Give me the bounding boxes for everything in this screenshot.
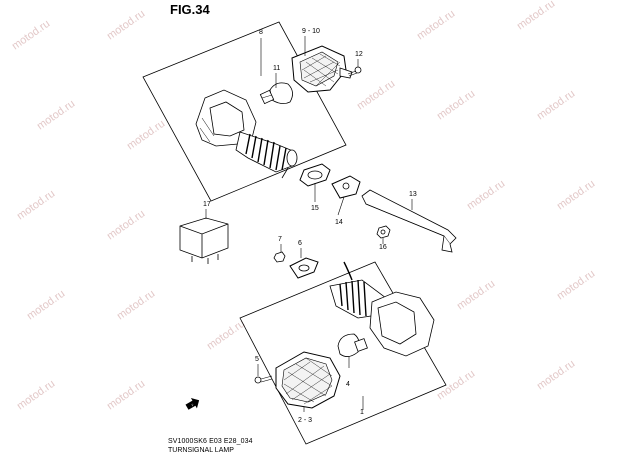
screw-rear-head	[254, 376, 262, 384]
bulb-front	[259, 82, 293, 105]
watermark-text: motod.ru	[455, 278, 497, 313]
relay-box	[179, 217, 229, 259]
bulb-rear	[337, 333, 368, 357]
leader-lines	[205, 36, 413, 412]
rear-gasket-hole	[298, 264, 310, 272]
watermark-text: motod.ru	[465, 178, 507, 213]
callout-6: 6	[298, 240, 302, 247]
rear-small-parts	[273, 251, 319, 279]
watermark-text: motod.ru	[535, 358, 577, 393]
gasket	[299, 163, 331, 187]
lens-front	[291, 45, 353, 93]
nut-hole	[380, 229, 386, 235]
watermark-text: motod.ru	[105, 378, 147, 413]
figure-caption: TURNSIGNAL LAMP	[168, 447, 234, 454]
lens-rear-prism	[281, 357, 333, 403]
nut	[376, 225, 391, 239]
rear-nut	[273, 251, 286, 263]
watermark-text: motod.ru	[415, 8, 457, 43]
callout-17: 17	[203, 201, 211, 208]
bulb-rear-base	[354, 338, 368, 352]
watermark-text: motod.ru	[15, 188, 57, 223]
figure-title: FIG.34	[170, 2, 210, 17]
rear-stem-ribs	[339, 279, 367, 317]
watermark-text: motod.ru	[205, 318, 247, 353]
housing-inner-edge	[209, 101, 245, 137]
callout-13: 13	[409, 191, 417, 198]
screw-rear	[254, 375, 273, 384]
callout-2-3: 2 - 3	[298, 417, 312, 424]
callout-4: 4	[346, 381, 350, 388]
screw-rear-shank	[260, 375, 273, 383]
watermark-text: motod.ru	[115, 288, 157, 323]
watermark-text: motod.ru	[435, 88, 477, 123]
bracket-foot	[441, 235, 453, 253]
callout-1: 1	[360, 409, 364, 416]
ribbed-stem	[235, 131, 294, 173]
watermark-text: motod.ru	[435, 368, 477, 403]
mount-plate-hole	[342, 182, 350, 190]
screw-front-head	[354, 66, 362, 74]
watermark-text: motod.ru	[125, 118, 167, 153]
callout-5: 5	[255, 356, 259, 363]
callout-14: 14	[335, 219, 343, 226]
callout-15: 15	[311, 205, 319, 212]
stem-end	[286, 149, 298, 167]
bracket	[361, 189, 457, 253]
rear-housing-inner	[377, 301, 417, 345]
lens-front-tab	[339, 67, 353, 79]
bracket-edge	[365, 203, 445, 237]
watermark-text: motod.ru	[515, 0, 557, 32]
callout-layer: 8 9 - 10 11 12 13 14 15 16 17 7 6 5 4 2 - 3 1	[203, 28, 417, 424]
stem-ribs	[245, 133, 287, 171]
watermark-text: motod.ru	[555, 178, 597, 213]
watermark-text: motod.ru	[355, 78, 397, 113]
relay	[179, 217, 229, 264]
callout-16: 16	[379, 244, 387, 251]
rear-lamp-housing	[369, 291, 435, 357]
watermark-text: motod.ru	[535, 88, 577, 123]
bulb-front-glass	[269, 82, 293, 104]
bracket-body	[361, 189, 457, 245]
rear-assembly-outline-box	[239, 261, 447, 445]
relay-terminals	[191, 254, 219, 264]
stem-wire	[281, 167, 289, 179]
screw-front-shank	[347, 70, 358, 77]
figure-code: SV1000SK6 E03 E28_034	[168, 438, 253, 445]
lens-front-pattern	[301, 53, 341, 87]
callout-9-10: 9 - 10	[302, 28, 320, 35]
callout-8: 8	[259, 29, 263, 36]
rear-turnsignal-group	[239, 261, 447, 445]
front-turnsignal-group	[142, 21, 457, 253]
watermark-text: motod.ru	[15, 378, 57, 413]
bulb-front-base-ridge	[261, 94, 273, 99]
watermark-text: motod.ru	[10, 18, 52, 53]
assembly-outline-box	[142, 21, 347, 202]
watermark-text: motod.ru	[25, 288, 67, 323]
relay-box-top	[179, 223, 229, 258]
callout-11: 11	[273, 65, 280, 72]
callout-7: 7	[278, 236, 282, 243]
svg-text:F: F	[191, 403, 195, 407]
watermark-text: motod.ru	[105, 208, 147, 243]
lens-rear-pattern	[283, 357, 333, 405]
rear-wire	[343, 261, 353, 281]
watermark-text: motod.ru	[555, 268, 597, 303]
watermark-text: motod.ru	[35, 98, 77, 133]
mount-plate	[331, 175, 361, 199]
watermark-text: motod.ru	[105, 8, 147, 43]
lens-rear	[275, 351, 341, 409]
callout-12: 12	[355, 51, 363, 58]
gasket-hole	[307, 170, 323, 180]
housing-shade	[199, 117, 215, 143]
lens-front-prism	[299, 51, 339, 87]
front-arrow-icon: F	[185, 398, 200, 410]
